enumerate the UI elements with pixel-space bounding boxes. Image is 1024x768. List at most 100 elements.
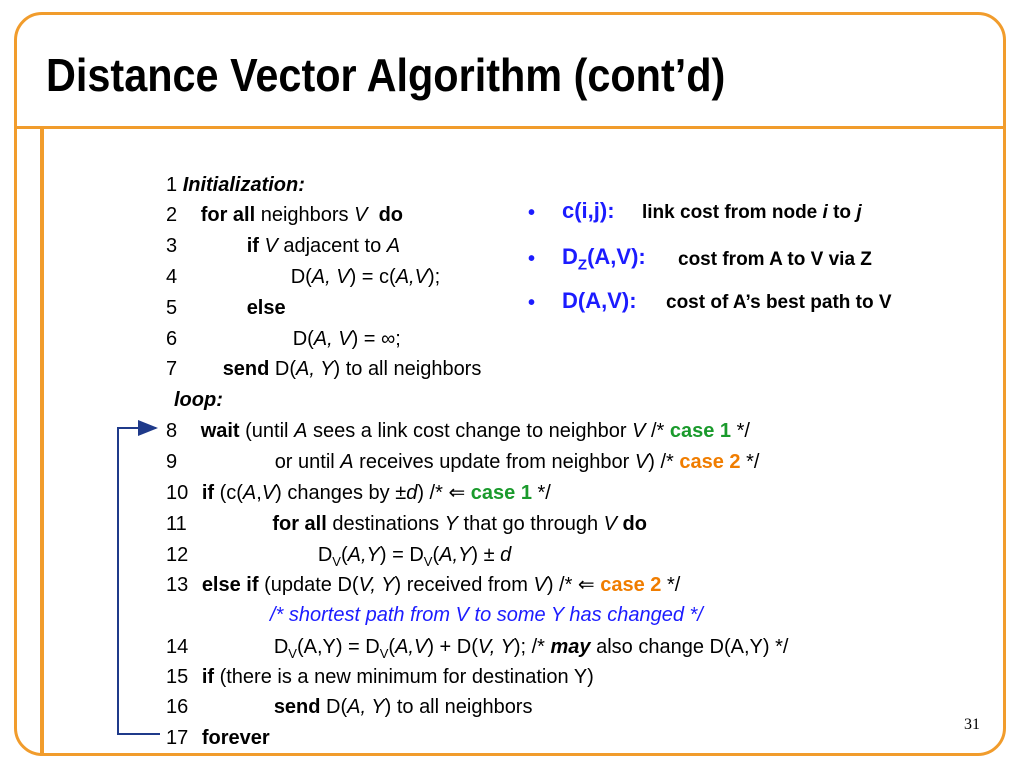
code-text: sees a link cost change to neighbor (307, 420, 633, 442)
code-var: V, Y (477, 636, 514, 658)
code-var: A,V (395, 636, 428, 658)
code-var: Y (444, 513, 458, 535)
code-var: A,V (395, 266, 428, 288)
line-number: 11 (166, 513, 187, 535)
definition-text-part: i (822, 202, 828, 223)
initialization-label: Initialization: (182, 174, 305, 196)
code-text: D( (290, 266, 312, 288)
code-line-5: 5 else (166, 296, 286, 320)
line-number: 1 (166, 174, 178, 196)
code-var: V, Y (358, 574, 395, 596)
code-line-8: 8 wait (until A sees a link cost change … (166, 419, 750, 443)
keyword: send (222, 358, 270, 380)
code-var: V (533, 574, 547, 596)
definition-term-part: D (562, 244, 578, 269)
code-line-11: 11 for all destinations Y that go throug… (166, 512, 647, 536)
code-text: ) /* ⇐ (417, 482, 471, 504)
code-var: V (354, 204, 368, 226)
keyword: else (246, 297, 286, 319)
case-1-label: case 1 (470, 482, 532, 504)
code-line-1: 1 Initialization: (166, 173, 305, 197)
code-var: V (261, 482, 276, 504)
code-line-4: 4 D(A, V) = c(A,V); (166, 265, 440, 289)
code-text: destinations (326, 513, 445, 535)
keyword: if (201, 482, 215, 504)
line-number: 4 (166, 266, 178, 288)
code-text: also change D(A,Y) */ (590, 636, 789, 658)
subscript: V (423, 554, 433, 569)
code-text: ) changes by ± (275, 482, 407, 504)
line-number: 12 (166, 544, 189, 566)
code-text: ) = D (379, 544, 424, 566)
line-number: 17 (166, 727, 189, 749)
code-text: ( (388, 636, 396, 658)
definition-term-part: (A,V): (587, 244, 646, 269)
code-line-6: 6 D(A, V) = ∞; (166, 327, 401, 351)
code-text: ); /* (513, 636, 551, 658)
code-var: A,Y (439, 544, 472, 566)
code-text: adjacent to (277, 235, 387, 257)
code-line-14: 14 DV(A,Y) = DV(A,V) + D(V, Y); /* may a… (166, 635, 788, 666)
code-line-15: 15 if (there is a new minimum for destin… (166, 665, 594, 689)
code-text: ); (427, 266, 441, 288)
definition-text: cost from A to V via Z (678, 249, 872, 270)
code-var: A, V (311, 266, 350, 288)
code-var: A (294, 420, 308, 442)
line-number: 6 (166, 328, 178, 350)
keyword: for all (200, 204, 256, 226)
code-var: V (632, 420, 646, 442)
code-text: ( (432, 544, 440, 566)
code-line-10: 10 if (c(A,V) changes by ±d) /* ⇐ case 1… (166, 481, 551, 505)
keyword: forever (201, 727, 270, 749)
code-var: A, Y (296, 358, 334, 380)
code-text: */ (740, 451, 760, 473)
shortest-path-comment: /* shortest path from V to some Y has ch… (270, 604, 703, 626)
definition-term: DZ(A,V): (562, 244, 646, 273)
code-text: D( (292, 328, 314, 350)
left-accent-bar (40, 128, 44, 756)
definition-text: link cost from node i to j (642, 202, 862, 224)
code-var: V (634, 451, 649, 473)
keyword: do (378, 204, 404, 226)
code-text: ) /* (648, 451, 680, 473)
code-text: (A,Y) = D (296, 636, 380, 658)
keyword: wait (200, 420, 240, 442)
subscript: V (379, 646, 389, 661)
code-text: ) to all neighbors (333, 358, 482, 380)
code-text: ) to all neighbors (384, 696, 533, 718)
code-text: receives update from neighbor (353, 451, 635, 473)
keyword: if (201, 666, 215, 688)
code-text: neighbors (255, 204, 355, 226)
code-line-2: 2 for all neighbors V do (166, 203, 403, 227)
line-number: 2 (166, 204, 178, 226)
loop-label: loop: (174, 389, 223, 411)
code-text: */ (731, 420, 750, 442)
line-number: 7 (166, 358, 178, 380)
keyword: for all (272, 513, 327, 535)
definition-term: c(i,j): (562, 198, 615, 223)
keyword: send (273, 696, 321, 718)
code-var: V (264, 235, 278, 257)
code-line-7: 7 send D(A, Y) to all neighbors (166, 357, 481, 381)
subscript: V (332, 554, 341, 569)
code-var: A, Y (347, 696, 385, 718)
case-2-label: case 2 (679, 451, 741, 473)
line-number: 5 (166, 297, 178, 319)
bullet-icon: • (528, 292, 536, 314)
code-text: or until (274, 451, 341, 473)
code-var: d (500, 544, 512, 566)
line-number: 16 (166, 696, 189, 718)
code-text: */ (661, 574, 681, 596)
slide-title: Distance Vector Algorithm (cont’d) (46, 49, 726, 101)
code-var: A,Y (347, 544, 380, 566)
code-text: ) received from (394, 574, 534, 596)
keyword: do (617, 513, 647, 535)
code-text: ( (340, 544, 348, 566)
code-text: ) = c( (349, 266, 396, 288)
line-number: 9 (166, 451, 178, 473)
case-2-label: case 2 (600, 574, 662, 596)
code-line-9: 9 or until A receives update from neighb… (166, 450, 759, 474)
definition-text-part: to (827, 202, 857, 223)
code-text: (update D( (258, 574, 359, 596)
